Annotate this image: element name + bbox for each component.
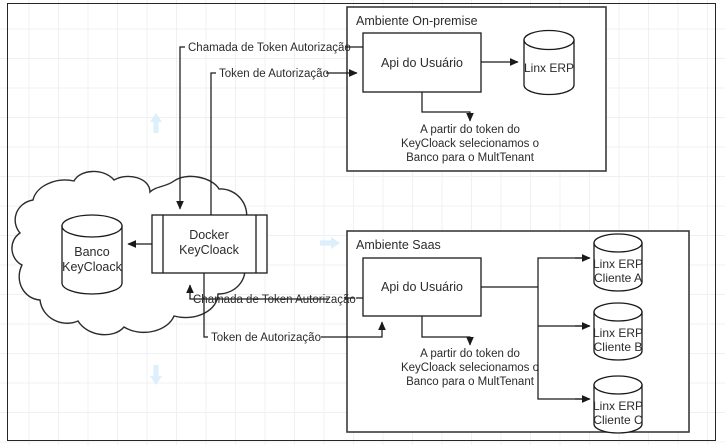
onpremise-db-cylinder-body bbox=[523, 39, 575, 96]
edge-top-token-autorizacao bbox=[210, 73, 357, 215]
client-b-label-line1: Linx ERP bbox=[593, 326, 643, 340]
edge-top-chamada-token-label: Chamada de Token Autorização bbox=[188, 42, 351, 54]
client-b-label-line2: Cliente B bbox=[594, 340, 643, 354]
saas-database-client-b: Linx ERP Cliente B bbox=[593, 302, 643, 361]
onpremise-container-label: Ambiente On-premise bbox=[356, 14, 478, 28]
docker-keycloack-label-line1: Docker bbox=[189, 228, 229, 242]
client-a-cylinder-top bbox=[593, 233, 643, 253]
banco-keycloack-label-line2: KeyCloack bbox=[62, 260, 122, 274]
edge-bottom-chamada-token-label: Chamada de Token Autorização bbox=[193, 294, 356, 306]
client-c-cylinder-body bbox=[593, 384, 643, 434]
saas-container-label: Ambiente Saas bbox=[356, 238, 441, 252]
saas-database-client-c: Linx ERP Cliente C bbox=[593, 375, 643, 434]
edge-bottom-token-autorizacao-label: Token de Autorização bbox=[211, 332, 321, 344]
client-a-cylinder-body bbox=[593, 242, 643, 292]
client-a-label-line1: Linx ERP bbox=[593, 257, 643, 271]
banco-keycloack-cylinder-body bbox=[61, 225, 123, 295]
edge-saas-api-to-note bbox=[421, 316, 474, 346]
saas-note-line1: A partir do token do bbox=[420, 348, 520, 360]
banco-keycloack-label-line1: Banco bbox=[74, 245, 109, 259]
onpremise-db-cylinder-top bbox=[523, 29, 575, 51]
client-c-label-line1: Linx ERP bbox=[593, 399, 643, 413]
onpremise-note-line2: KeyCloack selecionamos o bbox=[401, 138, 539, 150]
saas-database-client-a: Linx ERP Cliente A bbox=[593, 233, 643, 292]
edge-bottom-token-autorizacao bbox=[203, 273, 382, 338]
client-c-label-line2: Cliente C bbox=[593, 413, 643, 427]
onpremise-note: A partir do token do KeyCloack seleciona… bbox=[401, 124, 539, 164]
blue-arrow-up-icon bbox=[150, 113, 162, 133]
onpremise-api-label: Api do Usuário bbox=[381, 56, 463, 70]
edge-top-chamada-token bbox=[180, 46, 363, 209]
client-b-cylinder-body bbox=[593, 311, 643, 361]
blue-arrow-right-icon bbox=[320, 237, 340, 249]
edge-top-token-autorizacao-label: Token de Autorização bbox=[219, 68, 329, 80]
banco-keycloack-node: Banco KeyCloack bbox=[61, 214, 123, 295]
banco-keycloack-cylinder-top bbox=[61, 214, 123, 238]
docker-keycloack-label-line2: KeyCloack bbox=[179, 243, 239, 257]
onpremise-database-node: Linx ERP bbox=[523, 29, 575, 96]
client-b-cylinder-top bbox=[593, 302, 643, 322]
edge-onpremise-api-to-note bbox=[421, 92, 474, 122]
edge-bottom-chamada-token bbox=[190, 285, 363, 300]
client-a-label-line2: Cliente A bbox=[594, 271, 642, 285]
docker-keycloack-node: Docker KeyCloack bbox=[151, 214, 268, 274]
onpremise-note-line1: A partir do token do bbox=[420, 124, 520, 136]
saas-note-line3: Banco para o MultTenant bbox=[406, 376, 535, 388]
saas-api-label: Api do Usuário bbox=[381, 280, 463, 294]
onpremise-db-label: Linx ERP bbox=[524, 61, 574, 75]
saas-api-node: Api do Usuário bbox=[362, 257, 482, 317]
docker-keycloack-box bbox=[151, 214, 268, 274]
client-c-cylinder-top bbox=[593, 375, 643, 395]
edge-saas-api-trunk bbox=[481, 257, 585, 400]
onpremise-api-box bbox=[362, 32, 482, 93]
blue-arrow-down-icon bbox=[150, 365, 162, 385]
saas-api-box bbox=[362, 257, 482, 317]
saas-note-line2: KeyCloack selecionamos o bbox=[401, 362, 539, 374]
saas-note: A partir do token do KeyCloack seleciona… bbox=[401, 348, 539, 388]
onpremise-api-node: Api do Usuário bbox=[362, 32, 482, 93]
onpremise-note-line3: Banco para o MultTenant bbox=[406, 152, 535, 164]
